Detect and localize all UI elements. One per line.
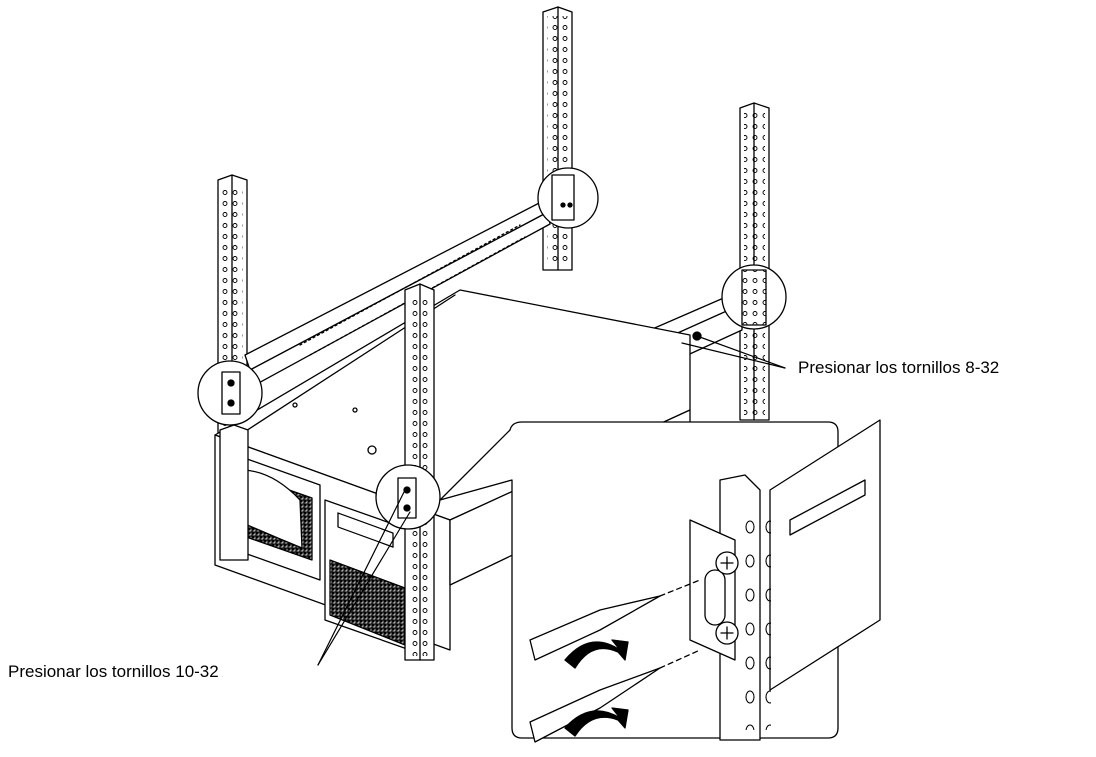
callout-screws-8-32: Presionar los tornillos 8-32 [798, 358, 1000, 377]
detail-circle-top-center [537, 167, 599, 229]
detail-circle-right [721, 264, 787, 330]
magnified-detail-panel [439, 419, 881, 741]
detail-circle-left [197, 360, 263, 426]
callout-leaders [317, 335, 786, 666]
rack-post-rear-right [739, 102, 770, 421]
callout-screws-10-32: Presionar los tornillos 10-32 [8, 662, 219, 681]
screwdriver-icon [529, 579, 701, 743]
detail-circle-front [375, 464, 441, 530]
rack-post-rear-center [542, 6, 573, 271]
rotation-arrow-icon [564, 639, 629, 737]
rack-post-front-left [219, 424, 249, 561]
